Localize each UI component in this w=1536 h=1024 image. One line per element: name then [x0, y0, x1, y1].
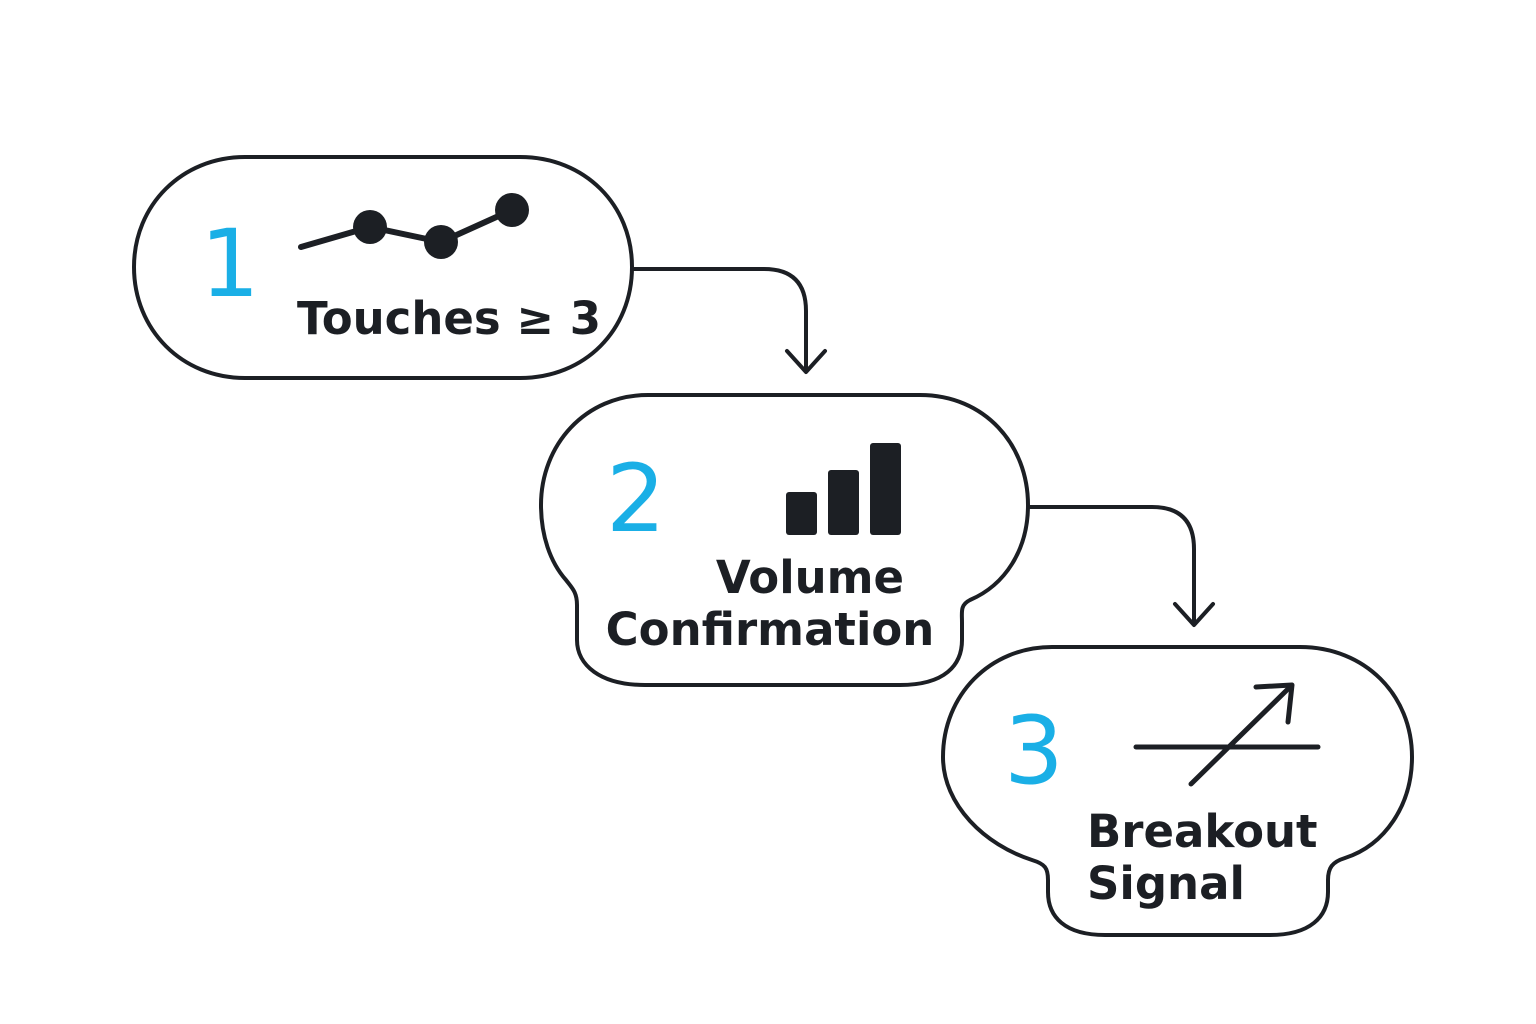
- step-3-outline: [940, 645, 1415, 937]
- step-2-card: 2 Volume Confirmation: [538, 393, 1031, 687]
- bar-chart-signal-icon: [786, 443, 901, 535]
- arrowhead-down-icon: [1173, 602, 1215, 627]
- step-1-label: Touches ≥ 3: [297, 292, 601, 345]
- step-1-outline: [131, 155, 635, 380]
- connected-dots-trend-icon: [298, 193, 529, 259]
- step-2-label-line-1: Volume: [716, 551, 904, 604]
- arrowhead-down-icon: [785, 349, 827, 374]
- connector-2-to-3: [1026, 505, 1215, 627]
- step-1-card: 1 Touches ≥ 3: [131, 155, 635, 380]
- step-3-number: 3: [1004, 697, 1064, 806]
- step-3-label-line-1: Breakout: [1087, 805, 1318, 858]
- step-3-card: 3 Breakout Signal: [940, 645, 1415, 937]
- connector-1-to-2: [630, 267, 827, 374]
- step-3-label-line-2: Signal: [1087, 857, 1245, 910]
- step-2-label-line-2: Confirmation: [606, 603, 935, 656]
- step-2-number: 2: [606, 445, 666, 554]
- breakout-arrow-icon: [1133, 682, 1321, 787]
- step-1-number: 1: [200, 210, 260, 319]
